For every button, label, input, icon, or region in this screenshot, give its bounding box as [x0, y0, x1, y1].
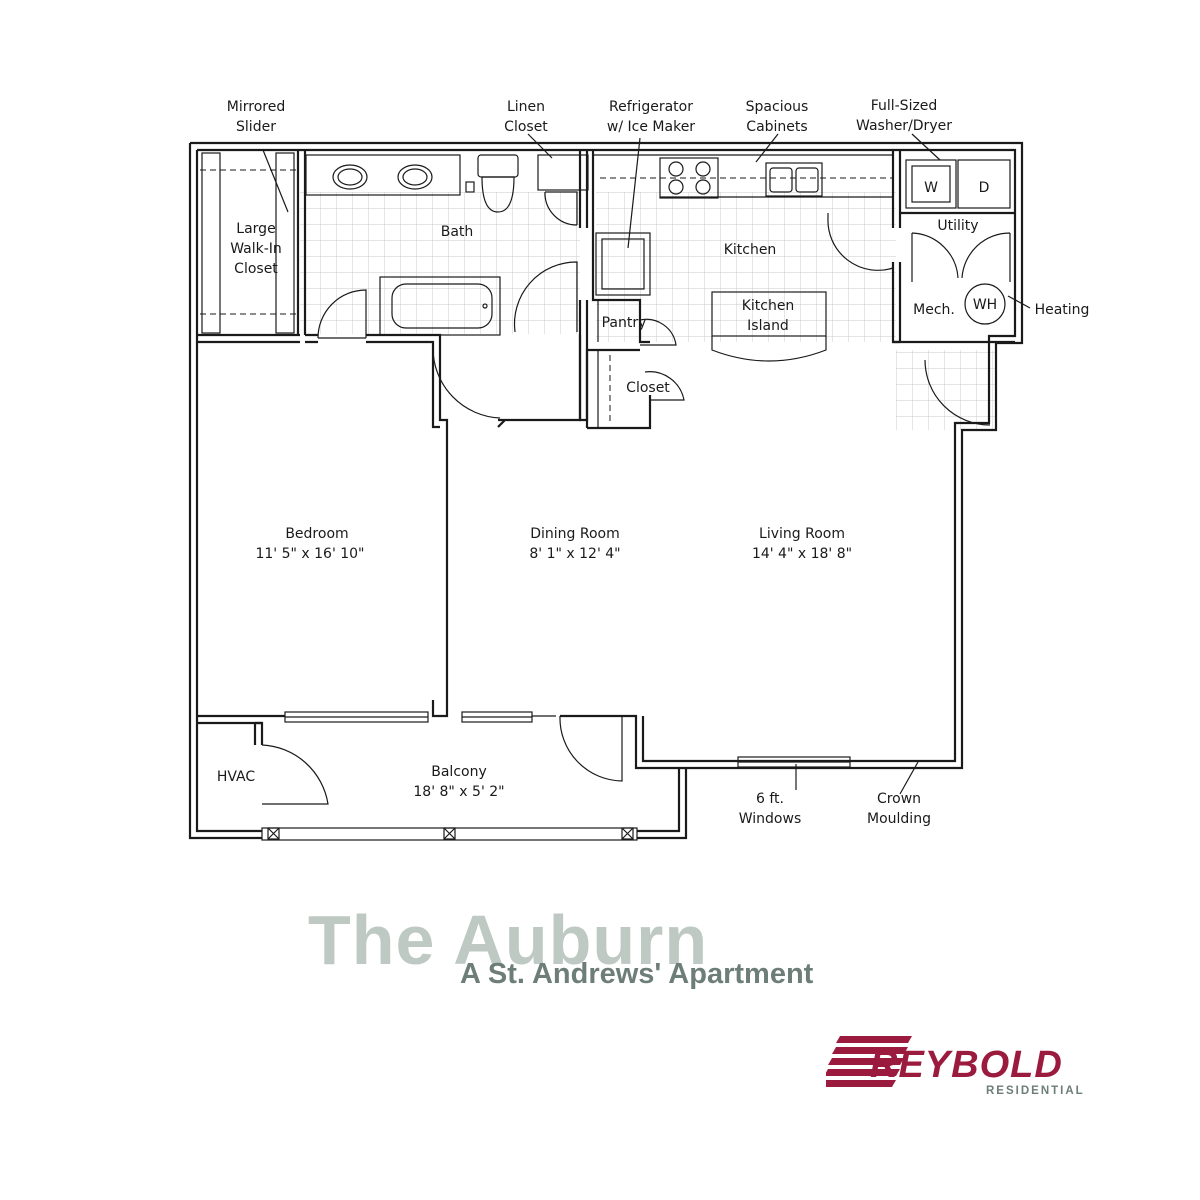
bathtub-icon: [379, 276, 501, 336]
kitchen-island-shape: [711, 291, 827, 337]
dryer-icon: [957, 159, 1011, 209]
utility-label: Utility: [937, 218, 978, 234]
crown-moulding-label-1: Crown: [877, 791, 921, 807]
pantry-label: Pantry: [602, 315, 647, 331]
bath-tile-floor: [300, 192, 580, 334]
living-room-size: 14' 4" x 18' 8": [752, 546, 852, 562]
bedroom-size: 11' 5" x 16' 10": [255, 546, 364, 562]
heating-label: Heating: [1035, 302, 1090, 318]
bedroom-name: Bedroom: [285, 526, 348, 542]
plan-subtitle: A St. Andrews' Apartment: [460, 958, 814, 990]
walk-in-closet-label-2: Walk-In: [230, 241, 282, 257]
refrigerator-label-1: Refrigerator: [609, 99, 693, 115]
washer-dryer-label-1: Full-Sized: [871, 98, 938, 114]
dining-room-size: 8' 1" x 12' 4": [529, 546, 620, 562]
entry-tile-floor: [896, 350, 996, 430]
logo-subtitle: RESIDENTIAL: [986, 1085, 1085, 1097]
sink-icon: [332, 164, 368, 190]
windows-label-2: Windows: [739, 811, 802, 827]
windows-label-1: 6 ft.: [756, 791, 784, 807]
svg-text:6 ft.Windows: 6 ft. Windows: [739, 791, 802, 827]
balcony-railing: [261, 827, 638, 841]
kitchen-sink-icon: [765, 162, 823, 197]
linen-closet-label-1: Linen: [507, 99, 545, 115]
hvac-label: HVAC: [217, 769, 256, 785]
plan-title: The Auburn: [308, 901, 709, 979]
kitchen-island-label-1: Kitchen: [742, 298, 795, 314]
mech-label: Mech.: [913, 302, 955, 318]
walk-in-closet-label-1: Large: [236, 221, 275, 237]
washer-dryer-label-2: Washer/Dryer: [856, 118, 952, 134]
dryer-mark: D: [979, 180, 990, 196]
cabinets-label-1: Spacious: [746, 99, 809, 115]
water-heater-label: WH: [973, 297, 997, 313]
door-swings: [261, 191, 1011, 805]
kitchen-tile-floor: [596, 192, 896, 342]
living-room-name: Living Room: [759, 526, 845, 542]
balcony-sliding-doors: [284, 711, 556, 723]
balcony-size: 18' 8" x 5' 2": [413, 784, 504, 800]
leader-lines: [262, 133, 1031, 795]
water-heater-icon: [964, 283, 1006, 325]
linen-closet-label-2: Closet: [504, 119, 548, 135]
closet-label: Closet: [626, 380, 670, 396]
interior-walls: [197, 150, 1015, 745]
logo-wordmark: REYBOLD: [870, 1044, 1063, 1086]
bath-label: Bath: [441, 224, 474, 240]
bath-fixtures: [305, 154, 589, 336]
sink-icon: [397, 164, 433, 190]
washer-icon: [905, 159, 957, 209]
pantry-closet-shelves: [597, 300, 611, 428]
walk-in-closet-fixtures: [200, 152, 297, 334]
kitchen-island-label-2: Island: [747, 318, 789, 334]
walk-in-closet-label-3: Closet: [234, 261, 278, 277]
mirrored-slider-label-1: Mirrored: [227, 99, 285, 115]
balcony-name: Balcony: [431, 764, 487, 780]
washer-mark: W: [924, 180, 938, 196]
mirrored-slider-label-2: Slider: [236, 119, 276, 135]
kitchen-label: Kitchen: [724, 242, 777, 258]
toilet-icon: [481, 176, 515, 213]
stove-icon: [659, 157, 719, 199]
kitchen-fixtures: [592, 154, 893, 362]
dining-room-name: Dining Room: [530, 526, 620, 542]
refrigerator-icon: [595, 232, 651, 296]
cabinets-label-2: Cabinets: [746, 119, 807, 135]
living-room-windows: [737, 756, 851, 768]
crown-moulding-label-2: Moulding: [867, 811, 931, 827]
reybold-logo-icon: [826, 1036, 912, 1087]
utility-fixtures: [905, 159, 1011, 325]
refrigerator-label-2: w/ Ice Maker: [607, 119, 695, 135]
